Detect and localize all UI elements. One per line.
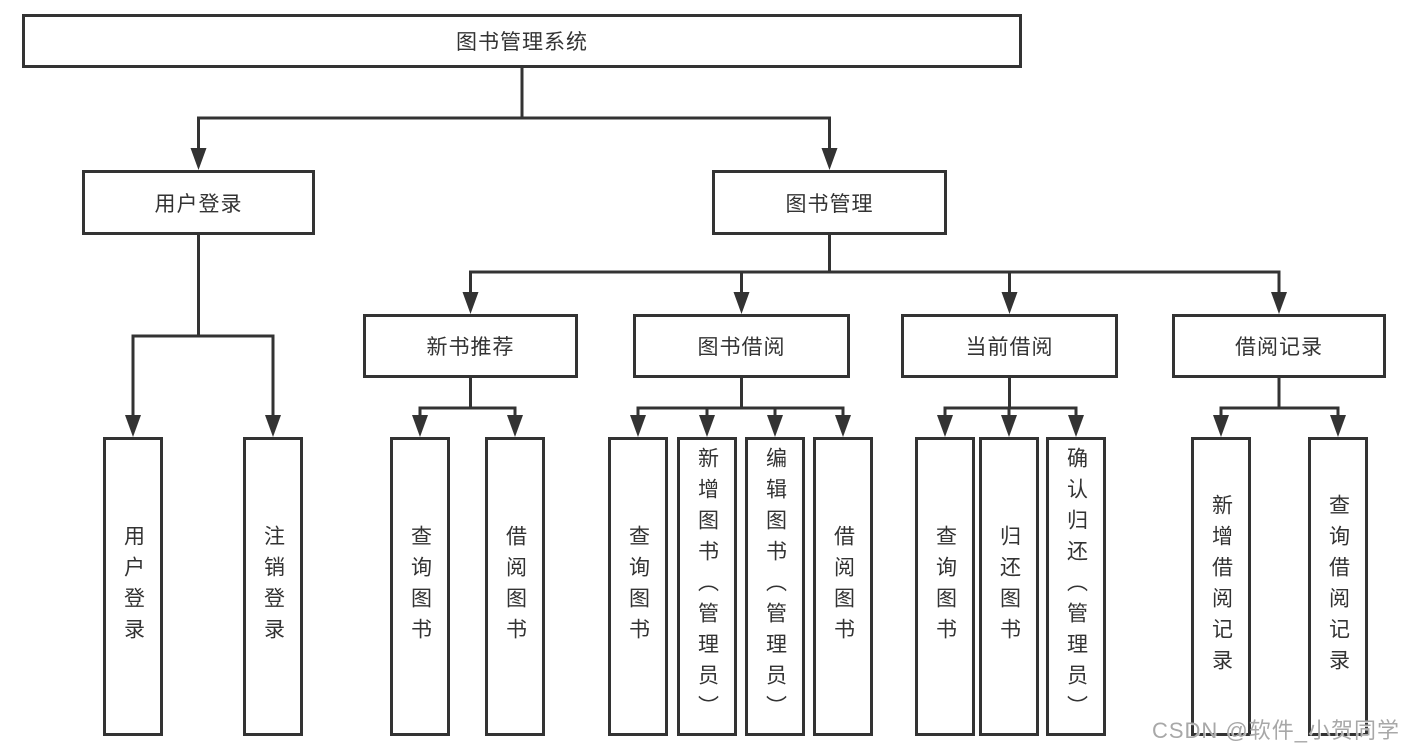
node-root: 图书管理系统 — [22, 14, 1022, 68]
leaf-add-books-admin-label: 新增图书（管理员） — [695, 447, 719, 726]
leaf-query-books-recommend: 查询图书 — [390, 437, 450, 736]
node-new-book-recommend: 新书推荐 — [363, 314, 578, 378]
leaf-logout-label: 注销登录 — [261, 524, 285, 649]
leaf-return-books: 归还图书 — [979, 437, 1039, 736]
leaf-query-books-current-label: 查询图书 — [933, 524, 957, 649]
leaf-query-books-recommend-label: 查询图书 — [408, 524, 432, 649]
leaf-user-login-label: 用户登录 — [121, 524, 145, 649]
leaf-confirm-return-admin-label: 确认归还（管理员） — [1064, 447, 1088, 726]
leaf-borrow-books-recommend-label: 借阅图书 — [503, 524, 527, 649]
arrowheads — [125, 148, 1346, 437]
leaf-confirm-return-admin: 确认归还（管理员） — [1046, 437, 1106, 736]
leaf-edit-books-admin: 编辑图书（管理员） — [745, 437, 805, 736]
csdn-watermark: CSDN @软件_小贺同学 — [1151, 718, 1400, 743]
node-user-login: 用户登录 — [82, 170, 315, 235]
leaf-query-borrow-record: 查询借阅记录 — [1308, 437, 1368, 736]
leaf-query-books-borrow-label: 查询图书 — [626, 524, 650, 649]
leaf-add-borrow-record: 新增借阅记录 — [1191, 437, 1251, 736]
leaf-query-books-borrow: 查询图书 — [608, 437, 668, 736]
leaf-borrow-books: 借阅图书 — [813, 437, 873, 736]
node-borrow-records: 借阅记录 — [1172, 314, 1386, 378]
leaf-borrow-books-recommend: 借阅图书 — [485, 437, 545, 736]
node-current-borrow: 当前借阅 — [901, 314, 1118, 378]
leaf-edit-books-admin-label: 编辑图书（管理员） — [763, 447, 787, 726]
leaf-query-books-current: 查询图书 — [915, 437, 975, 736]
leaf-borrow-books-label: 借阅图书 — [831, 524, 855, 649]
leaf-logout: 注销登录 — [243, 437, 303, 736]
node-book-management: 图书管理 — [712, 170, 947, 235]
node-book-borrow: 图书借阅 — [633, 314, 850, 378]
leaf-add-borrow-record-label: 新增借阅记录 — [1209, 493, 1233, 680]
leaf-query-borrow-record-label: 查询借阅记录 — [1326, 493, 1350, 680]
leaf-return-books-label: 归还图书 — [997, 524, 1021, 649]
leaf-user-login: 用户登录 — [103, 437, 163, 736]
leaf-add-books-admin: 新增图书（管理员） — [677, 437, 737, 736]
